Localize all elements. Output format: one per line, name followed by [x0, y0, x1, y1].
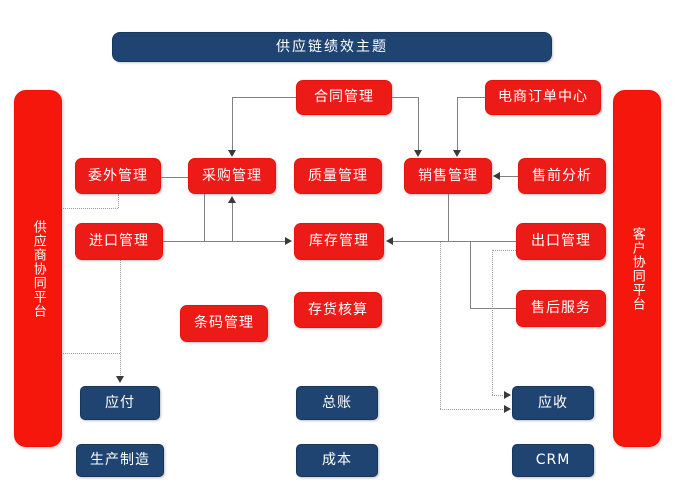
- node-label: 应收: [538, 394, 568, 411]
- edge-aftersales-inventory-h: [470, 308, 516, 309]
- edge-contract-sales-h: [392, 97, 418, 98]
- edge-outsource-purchase-arrow: [228, 196, 236, 203]
- diagram-title-text: 供应链绩效主题: [276, 38, 388, 55]
- node-label: 合同管理: [314, 89, 374, 106]
- node-contract-management[interactable]: 合同管理: [296, 80, 392, 115]
- node-label: 进口管理: [89, 233, 149, 250]
- edge-import-payable-arrow: [116, 376, 124, 383]
- node-inventory-accounting[interactable]: 存货核算: [294, 292, 382, 328]
- node-general-ledger[interactable]: 总账: [296, 386, 378, 420]
- left-platform-label: 供应商协同平台: [30, 219, 46, 318]
- edge-export-receivable-h2: [492, 395, 507, 396]
- edge-presales-sales-h: [500, 176, 518, 177]
- node-crm[interactable]: CRM: [512, 444, 594, 477]
- node-label: 生产制造: [90, 452, 150, 469]
- node-label: 采购管理: [202, 167, 262, 184]
- edge-outsource-payable-h-top: [24, 208, 118, 209]
- edge-sales-receivable-arrow: [504, 405, 511, 413]
- edge-sales-receivable-h: [440, 409, 507, 410]
- edge-sales-inventory-h: [393, 241, 511, 242]
- node-presales-analysis[interactable]: 售前分析: [518, 158, 606, 194]
- edge-sales-inventory-arrow: [386, 237, 393, 245]
- node-manufacturing[interactable]: 生产制造: [76, 444, 164, 477]
- edge-outsource-purchase-v1: [204, 177, 205, 241]
- edge-ecommerce-sales-v: [457, 97, 458, 153]
- edge-import-payable-v: [120, 260, 121, 379]
- edge-contract-sales-arrow: [414, 150, 422, 157]
- node-sales-management[interactable]: 销售管理: [404, 158, 492, 194]
- right-platform-customer: 客户协同平台: [613, 90, 661, 447]
- node-outsourcing-management[interactable]: 委外管理: [75, 158, 161, 194]
- node-accounts-receivable[interactable]: 应收: [512, 386, 594, 420]
- node-purchase-management[interactable]: 采购管理: [188, 158, 276, 194]
- node-label: CRM: [535, 452, 571, 469]
- node-label: 成本: [322, 452, 352, 469]
- node-label: 电商订单中心: [498, 89, 588, 106]
- edge-ecommerce-sales-h: [457, 97, 485, 98]
- node-label: 条码管理: [194, 315, 254, 332]
- edge-contract-purchase-h: [232, 97, 296, 98]
- edge-import-inventory-h: [163, 241, 285, 242]
- edge-import-inventory-arrow: [285, 237, 292, 245]
- node-cost[interactable]: 成本: [296, 444, 378, 477]
- node-inventory-management[interactable]: 库存管理: [294, 223, 384, 260]
- node-accounts-payable[interactable]: 应付: [80, 386, 160, 420]
- edge-outsource-payable-v-stub: [118, 194, 119, 208]
- node-quality-management[interactable]: 质量管理: [294, 158, 382, 194]
- right-platform-label: 客户协同平台: [629, 226, 645, 311]
- node-import-management[interactable]: 进口管理: [75, 223, 163, 260]
- edge-outsource-payable-h-bottom: [24, 353, 120, 354]
- node-ecommerce-order-center[interactable]: 电商订单中心: [485, 80, 601, 115]
- edge-ecommerce-sales-arrow: [453, 150, 461, 157]
- node-label: 委外管理: [88, 167, 148, 184]
- edge-outsource-purchase-v2: [232, 198, 233, 241]
- edge-export-receivable-h: [492, 250, 516, 251]
- edge-export-receivable-v: [492, 250, 493, 395]
- node-label: 应付: [105, 394, 135, 411]
- node-export-management[interactable]: 出口管理: [516, 223, 606, 260]
- edge-aftersales-inventory-v: [470, 241, 471, 309]
- edge-sales-inventory-v: [448, 194, 449, 241]
- edge-contract-purchase-v: [232, 97, 233, 153]
- edge-contract-sales-v: [418, 97, 419, 153]
- edge-sales-receivable-v: [440, 242, 441, 409]
- edge-outsource-purchase-h1: [161, 177, 204, 178]
- node-label: 总账: [322, 394, 352, 411]
- node-after-sales-service[interactable]: 售后服务: [516, 290, 606, 327]
- node-label: 售后服务: [531, 300, 591, 317]
- node-label: 销售管理: [418, 167, 478, 184]
- node-label: 质量管理: [308, 167, 368, 184]
- edge-contract-purchase-arrow: [228, 150, 236, 157]
- edge-export-receivable-arrow: [504, 391, 511, 399]
- edge-export-inventory-h: [470, 241, 516, 242]
- left-platform-supplier: 供应商协同平台: [14, 90, 62, 447]
- node-label: 售前分析: [532, 167, 592, 184]
- node-barcode-management[interactable]: 条码管理: [180, 305, 268, 342]
- node-label: 库存管理: [309, 233, 369, 250]
- node-label: 存货核算: [308, 301, 368, 318]
- node-label: 出口管理: [531, 233, 591, 250]
- edge-presales-sales-arrow: [493, 172, 500, 180]
- diagram-title-bar: 供应链绩效主题: [112, 32, 552, 62]
